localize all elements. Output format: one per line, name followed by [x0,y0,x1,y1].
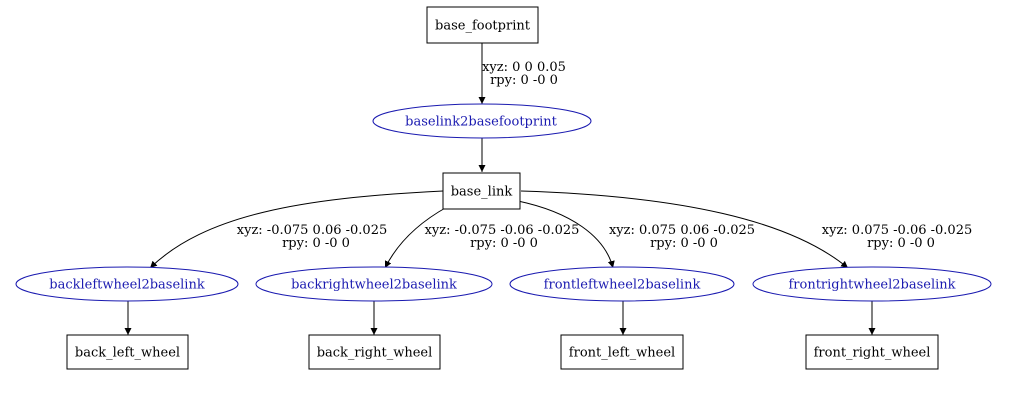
joint-label-backrightwheel2baselink: backrightwheel2baselink [291,278,457,293]
link-label-back-left-wheel: back_left_wheel [75,346,180,361]
link-label-front-left-wheel: front_left_wheel [569,346,675,361]
edge-label-front-right-xyz: xyz: 0.075 -0.06 -0.025 [822,223,972,238]
joint-label-baselink2basefootprint: baselink2basefootprint [405,115,557,130]
edge-label-front-right-rpy: rpy: 0 -0 0 [867,236,935,251]
joint-node-backleftwheel2baselink[interactable]: backleftwheel2baselink [15,266,239,302]
edge-base-link-to-front-right-joint [520,190,849,269]
joint-label-frontrightwheel2baselink: frontrightwheel2baselink [788,278,955,293]
link-node-front-right-wheel[interactable]: front_right_wheel [805,334,939,370]
edge-label-footprint-xyz: xyz: 0 0 0.05 [482,60,566,75]
link-label-front-right-wheel: front_right_wheel [814,346,931,361]
joint-node-frontrightwheel2baselink[interactable]: frontrightwheel2baselink [752,266,992,302]
edge-label-footprint-rpy: rpy: 0 -0 0 [490,73,558,88]
joint-node-baselink2basefootprint[interactable]: baselink2basefootprint [372,103,592,139]
link-label-base-link: base_link [451,185,513,200]
edge-label-back-right-rpy: rpy: 0 -0 0 [470,236,538,251]
edge-label-back-right-xyz: xyz: -0.075 -0.06 -0.025 [425,223,580,238]
link-node-front-left-wheel[interactable]: front_left_wheel [560,334,684,370]
link-label-base-footprint: base_footprint [435,19,531,34]
joint-label-frontleftwheel2baselink: frontleftwheel2baselink [544,278,701,293]
edge-base-link-to-back-right-joint [384,206,448,269]
joint-label-backleftwheel2baselink: backleftwheel2baselink [49,278,205,293]
link-node-back-right-wheel[interactable]: back_right_wheel [308,334,441,370]
edge-label-back-left-xyz: xyz: -0.075 0.06 -0.025 [237,223,387,238]
edge-label-front-left-rpy: rpy: 0 -0 0 [650,236,718,251]
link-node-back-left-wheel[interactable]: back_left_wheel [66,334,189,370]
link-label-back-right-wheel: back_right_wheel [317,346,433,361]
link-node-base-footprint[interactable]: base_footprint [426,6,539,44]
joint-node-frontleftwheel2baselink[interactable]: frontleftwheel2baselink [509,266,735,302]
link-node-base-link[interactable]: base_link [442,172,521,210]
edge-label-front-left-xyz: xyz: 0.075 0.06 -0.025 [609,223,755,238]
joint-node-backrightwheel2baselink[interactable]: backrightwheel2baselink [255,266,493,302]
edge-base-link-to-front-left-joint [517,200,615,269]
edge-base-link-to-back-left-joint [149,190,444,269]
edge-label-back-left-rpy: rpy: 0 -0 0 [282,236,350,251]
